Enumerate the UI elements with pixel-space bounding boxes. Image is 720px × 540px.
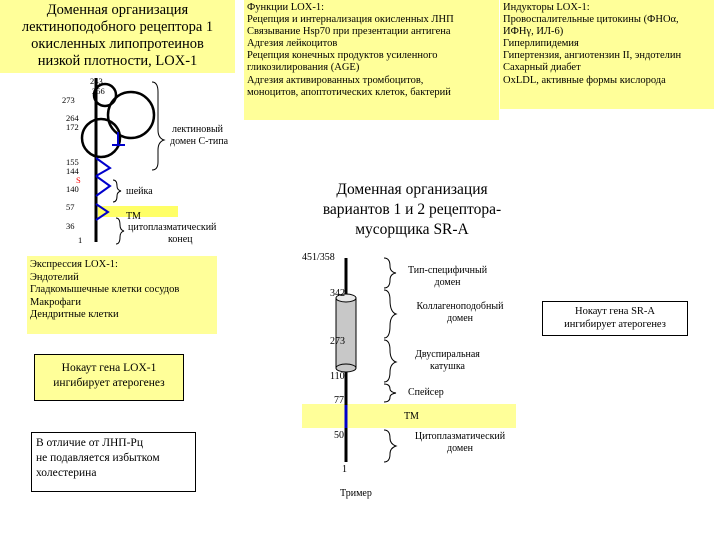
ldl-note-box: В отличие от ЛНП-Рц не подавляется избыт… — [31, 432, 196, 492]
sra-title-line: Доменная организация — [336, 181, 488, 198]
residue-155: 155 — [66, 157, 79, 167]
inducers-line: Гиперлипидемия — [503, 38, 579, 50]
ldl-note-line: В отличие от ЛНП-Рц — [36, 437, 143, 449]
sra-knockout-line: ингибирует атерогенез — [564, 319, 666, 330]
functions-line: моноцитов, апоптотических клеток, бактер… — [247, 86, 451, 98]
lectin-label-line1: лектиновый — [172, 124, 224, 135]
functions-line: Рецепция и интернализация окисленных ЛНП — [247, 14, 454, 26]
sra-title-line: вариантов 1 и 2 рецептора- — [322, 201, 502, 218]
lox1-tm-label: ТМ — [126, 211, 141, 222]
lox1-title-line: низкой плотности, LOX-1 — [37, 53, 198, 69]
expression-line: Дендритные клетки — [30, 309, 119, 321]
coil-brace — [383, 339, 398, 383]
residue-264: 264 — [66, 113, 79, 123]
lox1-title-line: Доменная организация — [46, 2, 189, 18]
trimer-label: Тример — [340, 488, 372, 499]
cyto-label-line2: конец — [168, 234, 193, 245]
sra-residue-451: 451/358 — [302, 252, 335, 263]
collagen-label-line2: домен — [446, 313, 473, 324]
cyto-label-line1: цитоплазматический — [128, 222, 217, 233]
residue-144: 144 — [66, 166, 79, 176]
sra-cyto-label-line1: Цитоплазматический — [414, 431, 506, 442]
expression-line: Макрофаги — [30, 296, 81, 308]
cysteine-s-label: S — [76, 175, 81, 185]
sra-residue-110: 110 — [330, 371, 345, 382]
sra-residue-342: 342 — [330, 288, 345, 299]
neck-brace — [112, 179, 122, 203]
functions-line: Связывание Hsp70 при презентации антиген… — [247, 26, 451, 38]
sra-tm-label: ТМ — [404, 411, 419, 422]
sra-residue-1: 1 — [342, 464, 347, 475]
sra-title-line: мусорщика SR-A — [355, 221, 469, 238]
lox1-expression-box: Экспрессия LOX-1: Эндотелий Гладкомышечн… — [27, 256, 217, 334]
lectin-brace — [151, 81, 166, 171]
functions-line: Адгезия лейкоцитов — [247, 38, 338, 50]
spacer-brace — [383, 383, 397, 403]
sra-knockout-line: Нокаут гена SR-A — [574, 306, 656, 317]
sra-residue-50: 50 — [334, 430, 344, 441]
expression-line: Гладкомышечные клетки сосудов — [30, 284, 180, 296]
neck-label: шейка — [126, 186, 153, 197]
lox1-loop-large — [106, 90, 156, 140]
sra-membrane — [302, 404, 516, 428]
functions-line: Функции LOX-1: — [247, 2, 324, 13]
residue-57: 57 — [66, 202, 75, 212]
lox1-loop-lower — [80, 117, 122, 159]
tm-helix-mark — [95, 203, 110, 221]
sra-residue-77: 77 — [334, 395, 344, 406]
residue-140: 140 — [66, 184, 79, 194]
sra-residue-273: 273 — [330, 336, 345, 347]
residue-273: 273 — [62, 95, 75, 105]
functions-line: Адгезия активированных тромбоцитов, — [247, 74, 424, 86]
cylinder-bottom — [335, 363, 357, 373]
lox1-title-line: окисленных липопротеинов — [31, 36, 204, 52]
cylinder-cap — [335, 293, 357, 303]
disulfide-mark — [95, 175, 112, 197]
functions-line: гликозилирования (AGE) — [247, 62, 360, 74]
inducers-line: ИФНγ, ИЛ-6) — [503, 26, 564, 38]
knockout-line: Нокаут гена LOX-1 — [61, 362, 157, 374]
inducers-line: Гипертензия, ангиотензин II, эндотелин — [503, 50, 682, 62]
functions-line: Рецепция конечных продуктов усиленного — [247, 50, 438, 62]
inducers-line: Провоспалительные цитокины (ФНОα, — [503, 14, 679, 26]
sra-knockout-box: Нокаут гена SR-A ингибирует атерогенез — [542, 301, 688, 336]
lox1-title-line: лектиноподобного рецептора 1 — [21, 19, 214, 35]
inducers-line: Сахарный диабет — [503, 62, 581, 74]
inducers-line: OxLDL, активные формы кислорода — [503, 74, 666, 86]
disulfide-mark — [95, 157, 112, 177]
spacer-label: Спейсер — [408, 387, 444, 398]
type-brace — [383, 257, 397, 289]
residue-36: 36 — [66, 221, 75, 231]
type-specific-label-line1: Тип-специфичный — [407, 265, 488, 276]
lectin-label-line2: домен С-типа — [170, 136, 229, 147]
cyto-brace — [115, 217, 125, 245]
ldl-note-line: холестерина — [36, 467, 97, 479]
coil-label-line2: катушка — [430, 361, 465, 372]
residue-243: 243 — [90, 76, 103, 86]
lox1-membrane — [98, 206, 178, 217]
expression-line: Экспрессия LOX-1: — [30, 259, 118, 270]
disulfide-mark — [112, 132, 125, 146]
residue-172: 172 — [66, 122, 79, 132]
expression-line: Эндотелий — [30, 271, 79, 283]
knockout-line: ингибирует атерогенез — [53, 377, 165, 389]
collagen-label-line1: Коллагеноподобный — [416, 301, 504, 312]
residue-1: 1 — [78, 235, 83, 245]
residue-256: 256 — [92, 86, 105, 96]
lox1-loop-small — [92, 82, 118, 108]
sra-cyto-label-line2: домен — [446, 443, 473, 454]
sra-collagen-cylinder — [335, 297, 357, 369]
sra-cyto-brace — [383, 429, 398, 463]
collagen-brace — [383, 289, 398, 339]
inducers-line: Индукторы LOX-1: — [503, 2, 590, 13]
lox1-knockout-box: Нокаут гена LOX-1 ингибирует атерогенез — [34, 354, 184, 401]
coil-label-line1: Двуспиральная — [415, 349, 480, 360]
sra-title: Доменная организация вариантов 1 и 2 рец… — [296, 180, 528, 240]
lox1-inducers-box: Индукторы LOX-1: Провоспалительные циток… — [500, 0, 714, 109]
lox1-title: Доменная организация лектиноподобного ре… — [0, 0, 235, 73]
ldl-note-line: не подавляется избытком — [36, 452, 160, 464]
type-specific-label-line2: домен — [434, 277, 461, 288]
lox1-functions-box: Функции LOX-1: Рецепция и интернализация… — [244, 0, 499, 120]
